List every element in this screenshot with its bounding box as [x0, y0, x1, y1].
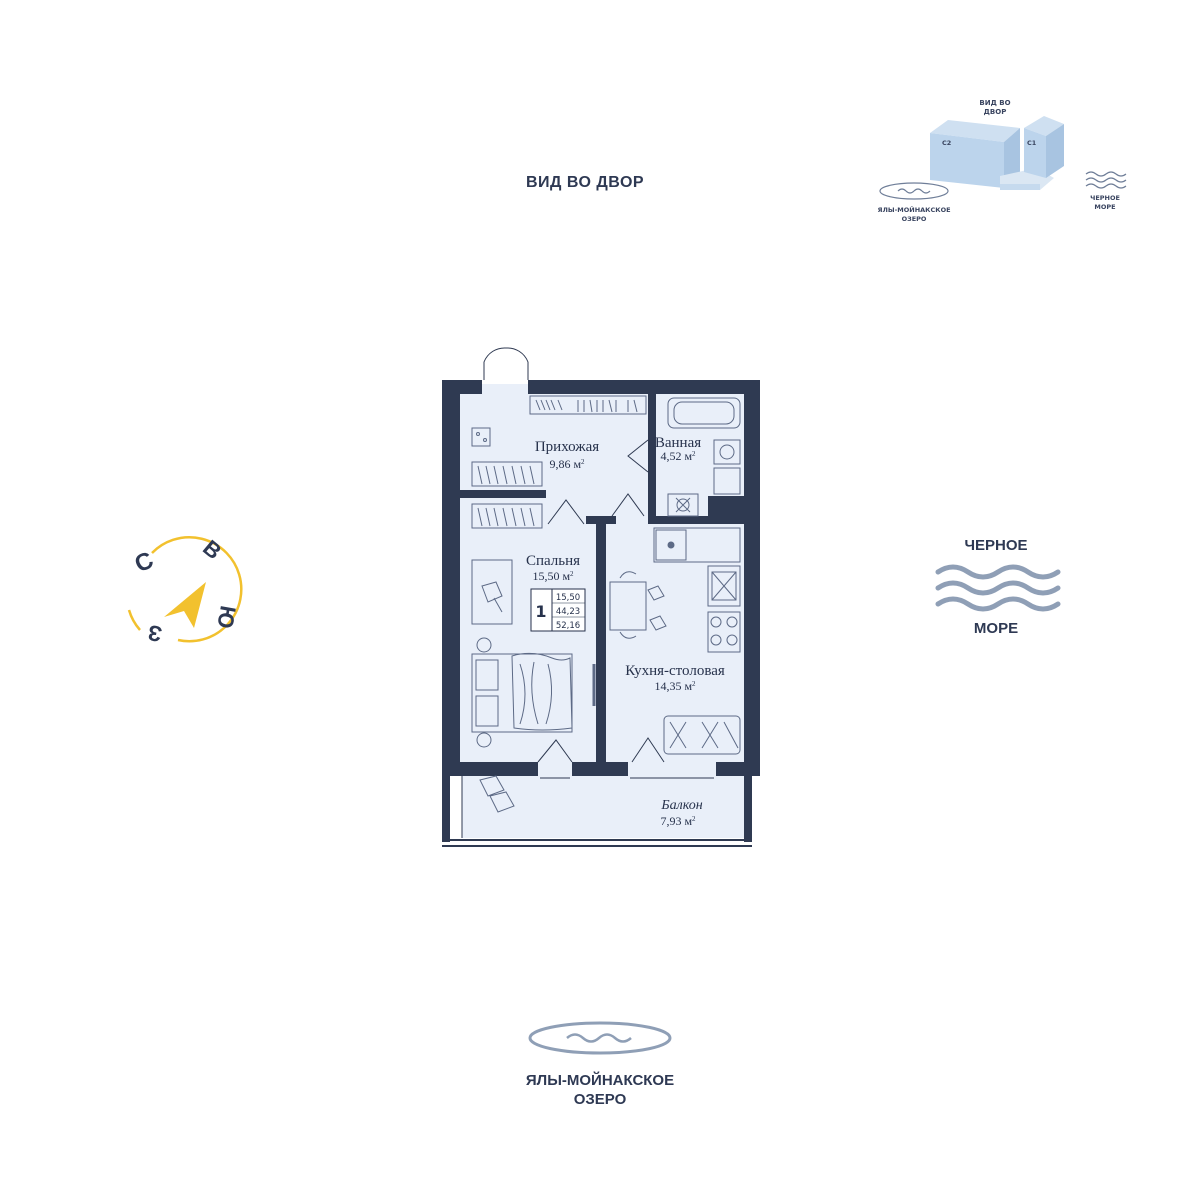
keyplan-view-label-2: ДВОР — [984, 108, 1007, 116]
balcony-area: 7,93 м2 — [660, 814, 696, 828]
balcony-chair-icon — [479, 775, 515, 813]
entry-door — [483, 347, 529, 380]
wardrobe-icon — [471, 461, 543, 487]
building-c2-label: С2 — [942, 139, 951, 147]
hallway-name: Прихожая — [535, 439, 599, 455]
bath-sink-icon — [713, 439, 741, 465]
fridge-icon — [655, 529, 687, 561]
bedroom-name: Спальня — [526, 553, 580, 569]
bedside-lamp-icon — [476, 637, 492, 653]
rooms-count: 1 — [535, 602, 546, 621]
sea-label-line1: ЧЕРНОЕ — [964, 537, 1027, 554]
washing-machine-icon — [713, 467, 741, 495]
walls — [442, 380, 760, 842]
lake-outline-icon — [528, 1021, 672, 1055]
keyplan-sea-label-2: МОРЕ — [1094, 203, 1115, 211]
stove-icon — [707, 611, 741, 653]
balcony-name: Балкон — [660, 798, 702, 813]
bathroom-name: Ванная — [655, 435, 701, 451]
bathtub-icon — [667, 397, 741, 429]
sea-waves-icon — [935, 564, 1061, 612]
lake-label-line2: ОЗЕРО — [574, 1091, 627, 1108]
sea-label-line2: МОРЕ — [974, 620, 1018, 637]
keyplan-sea-label-1: ЧЕРНОЕ — [1090, 194, 1120, 202]
bedroom-balcony-door — [537, 739, 573, 763]
floor-plan: 1 15,50 44,23 52,16 Прихожая 9,86 м2 Ван… — [442, 347, 760, 847]
keyplan-lake-label-2: ОЗЕРО — [902, 215, 927, 223]
dining-table-icon — [609, 581, 647, 631]
bedroom-area: 15,50 м2 — [532, 569, 574, 583]
kitchen-door — [611, 493, 645, 517]
floor-drain-icon — [667, 493, 699, 517]
bedroom-wardrobe-icon — [471, 503, 543, 529]
keyplan-lake-icon — [879, 182, 949, 200]
kitchen-balcony-door — [631, 737, 665, 763]
black-sea-marker: ЧЕРНОЕ МОРЕ — [935, 537, 1061, 637]
compass-needle-icon — [164, 582, 206, 628]
hallway-area: 9,86 м2 — [549, 457, 585, 471]
lake-label-line1: ЯЛЫ-МОЙНАКСКОЕ — [526, 1071, 674, 1089]
bedroom-door — [547, 499, 585, 525]
area-with-balcony-value: 52,16 — [556, 621, 580, 631]
living-area-value: 15,50 — [556, 593, 580, 603]
bedside-lamp-icon-2 — [476, 732, 492, 748]
doors — [483, 347, 665, 763]
desk-icon — [471, 559, 513, 625]
bathroom-door — [627, 439, 649, 473]
lake-wave-icon — [566, 1033, 632, 1043]
key-plan: С2 С1 ВИД ВО ДВОР ЯЛЫ-МОЙНАКСКОЕ ОЗЕРО Ч… — [877, 99, 1127, 223]
kitchen-counter-icon — [653, 527, 741, 563]
compass-ring-arc — [151, 535, 243, 643]
compass: С В Ю З — [127, 535, 243, 647]
apartment-summary: 1 15,50 44,23 52,16 — [530, 588, 586, 632]
room-labels: Прихожая 9,86 м2 Ванная 4,52 м2 Спальня … — [526, 435, 725, 828]
compass-south: Ю — [212, 604, 241, 631]
kitchen-name: Кухня-столовая — [625, 663, 725, 679]
view-courtyard-label: ВИД ВО ДВОР — [526, 174, 644, 191]
intercom-icon — [471, 427, 491, 447]
building-c1-icon — [1024, 116, 1064, 178]
kitchen-sink-icon — [707, 565, 741, 607]
furniture — [471, 395, 741, 813]
keyplan-view-label-1: ВИД ВО — [979, 99, 1010, 107]
keyplan-sea-icon — [1085, 171, 1127, 189]
shoe-rack-icon — [529, 395, 647, 415]
sofa-icon — [663, 715, 741, 755]
compass-west: З — [146, 620, 164, 647]
compass-ring-arc-short — [127, 609, 141, 631]
total-area-value: 44,23 — [556, 607, 580, 617]
keyplan-lake-label-1: ЯЛЫ-МОЙНАКСКОЕ — [877, 205, 950, 214]
desk-chair-icon — [481, 581, 503, 613]
building-c1-label: С1 — [1027, 139, 1037, 147]
lake-marker: ЯЛЫ-МОЙНАКСКОЕ ОЗЕРО — [526, 1021, 674, 1108]
bathroom-area: 4,52 м2 — [660, 449, 696, 463]
dining-chair-icon — [647, 585, 667, 631]
balcony-railing — [442, 776, 752, 847]
kitchen-area: 14,35 м2 — [654, 679, 696, 693]
